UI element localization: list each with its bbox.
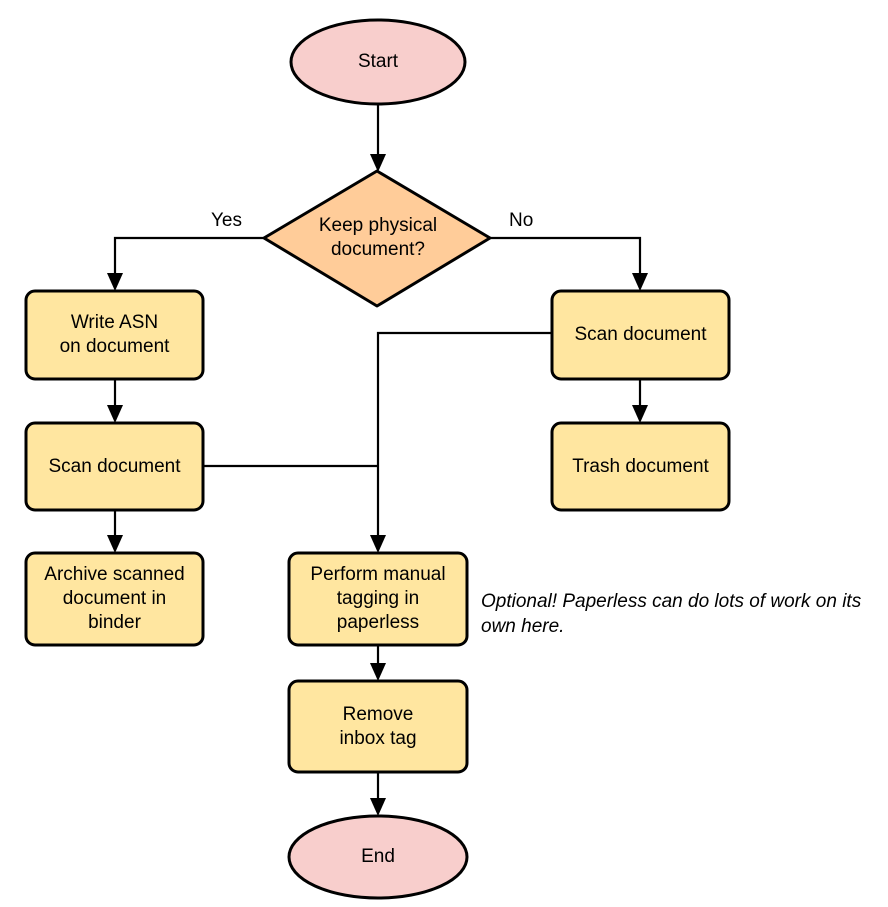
node-archive-scanned-document[interactable] [24,551,205,647]
node-scan-document-right[interactable] [550,289,731,381]
optional-note: Optional! Paperless can do lots of work … [481,591,862,637]
edge-label-no: No [509,210,534,231]
edge-tagging-to-remove-inbox [370,645,386,681]
edge-label-yes: Yes [211,210,242,231]
edge-decision-no-to-scan-right [490,236,648,291]
node-perform-manual-tagging[interactable] [287,551,469,647]
node-trash-document[interactable] [550,421,731,512]
edge-scan-right-to-tagging [370,331,552,553]
node-scan-document-left[interactable] [24,421,205,512]
edge-decision-yes-to-write-asn [107,236,264,291]
edge-start-to-decision [370,105,386,172]
edge-remove-inbox-to-end [370,772,386,816]
node-end[interactable] [287,814,469,900]
node-start[interactable] [289,18,467,106]
edge-scan-left-to-archive [107,510,123,553]
edge-scan-right-to-trash [632,377,648,423]
node-write-asn[interactable] [24,289,205,381]
node-remove-inbox-tag[interactable] [287,679,469,774]
edge-write-asn-to-scan-left [107,379,123,423]
node-decision-keep-physical-document[interactable] [262,169,492,308]
